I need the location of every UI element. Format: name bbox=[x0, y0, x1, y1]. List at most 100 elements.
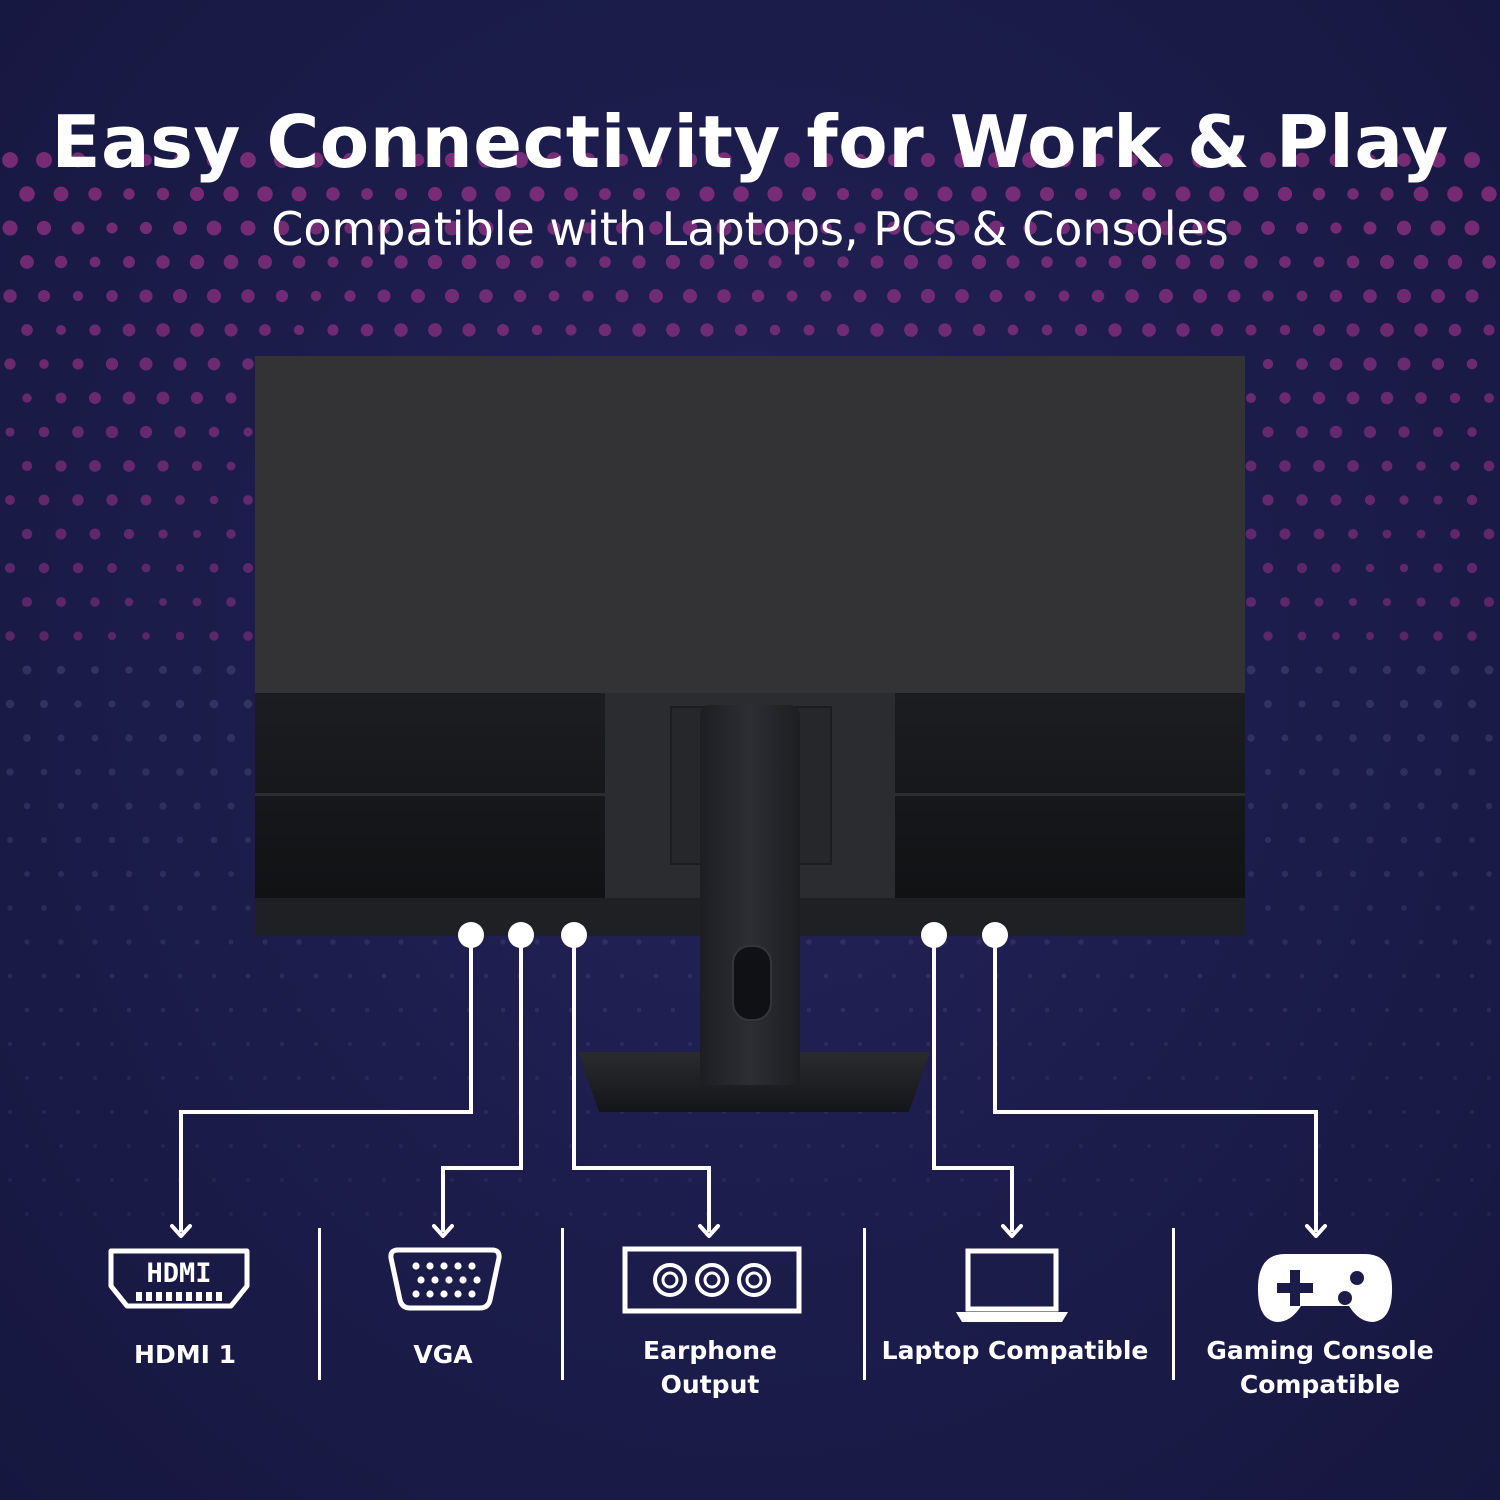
background-dot bbox=[1366, 768, 1374, 776]
background-dot bbox=[920, 220, 936, 236]
background-dot bbox=[1380, 255, 1394, 269]
background-dot bbox=[943, 1076, 947, 1080]
background-dot bbox=[1380, 391, 1394, 405]
background-dot bbox=[2, 220, 18, 236]
background-dot bbox=[122, 391, 136, 405]
background-dot bbox=[176, 836, 184, 844]
background-dot bbox=[245, 1041, 251, 1047]
port-marker-vga bbox=[508, 922, 534, 948]
background-dot bbox=[280, 1178, 284, 1182]
background-dot bbox=[41, 1041, 47, 1047]
background-dot bbox=[840, 1007, 846, 1013]
background-dot bbox=[1413, 186, 1429, 202]
background-dot bbox=[1401, 973, 1407, 979]
background-dot bbox=[959, 973, 965, 979]
background-dot bbox=[530, 255, 544, 269]
background-dot bbox=[1299, 1041, 1305, 1047]
background-dot bbox=[1469, 905, 1475, 911]
background-dot bbox=[226, 597, 236, 607]
background-dot bbox=[1245, 460, 1257, 472]
background-dot bbox=[1045, 1212, 1049, 1216]
background-dot bbox=[1348, 597, 1358, 607]
background-dot bbox=[225, 392, 237, 404]
background-dot bbox=[1159, 153, 1173, 167]
background-dot bbox=[1349, 870, 1357, 878]
background-dot bbox=[76, 1178, 80, 1182]
background-dot bbox=[1074, 187, 1088, 201]
background-dot bbox=[462, 323, 476, 337]
background-dot bbox=[1384, 939, 1390, 945]
background-dot bbox=[1142, 323, 1156, 337]
background-dot bbox=[54, 255, 68, 269]
background-dot bbox=[449, 973, 455, 979]
background-dot bbox=[619, 1041, 625, 1047]
background-dot bbox=[891, 973, 897, 979]
background-dot bbox=[1363, 357, 1377, 371]
background-dot bbox=[960, 1110, 964, 1114]
background-dot bbox=[1163, 1041, 1169, 1047]
background-dot bbox=[1314, 597, 1324, 607]
background-dot bbox=[1108, 323, 1122, 337]
background-dot bbox=[1215, 1144, 1219, 1148]
background-dot bbox=[21, 596, 33, 608]
background-dot bbox=[1262, 426, 1274, 438]
port-hdmi: HDMI 1 bbox=[80, 1338, 290, 1372]
background-dot bbox=[263, 1076, 267, 1080]
background-dot bbox=[904, 187, 918, 201]
background-dot bbox=[108, 700, 116, 708]
background-dot bbox=[1364, 154, 1376, 166]
background-dot bbox=[1330, 494, 1342, 506]
background-dot bbox=[126, 1007, 132, 1013]
background-dot bbox=[209, 495, 219, 505]
background-dot bbox=[1011, 1076, 1015, 1080]
background-dot bbox=[1181, 1144, 1185, 1148]
background-dot bbox=[531, 324, 543, 336]
background-dot bbox=[535, 1076, 539, 1080]
background-dot bbox=[93, 1144, 97, 1148]
background-dot bbox=[1091, 289, 1105, 303]
background-dot bbox=[977, 1144, 981, 1148]
background-dot bbox=[599, 256, 611, 268]
background-dot bbox=[331, 1144, 335, 1148]
background-dot bbox=[37, 289, 51, 303]
background-dot bbox=[1283, 1076, 1287, 1080]
background-dot bbox=[535, 1212, 539, 1216]
background-dot bbox=[1399, 495, 1409, 505]
background-dot bbox=[331, 1076, 335, 1080]
background-dot bbox=[72, 562, 84, 574]
background-dot bbox=[977, 1076, 981, 1080]
background-dot bbox=[105, 357, 119, 371]
background-dot bbox=[124, 597, 134, 607]
background-dot bbox=[1022, 152, 1038, 168]
background-dot bbox=[7, 905, 13, 911]
background-dot bbox=[938, 323, 952, 337]
background-dot bbox=[1418, 1007, 1424, 1013]
background-dot bbox=[632, 323, 646, 337]
background-dot bbox=[552, 1110, 556, 1114]
background-dot bbox=[142, 836, 150, 844]
background-dot bbox=[565, 324, 577, 336]
background-dot bbox=[750, 220, 766, 236]
background-dot bbox=[229, 1144, 233, 1148]
background-dot bbox=[1466, 562, 1478, 574]
background-dot bbox=[125, 734, 133, 742]
background-dot bbox=[156, 187, 170, 201]
background-dot bbox=[603, 1212, 607, 1216]
background-dot bbox=[274, 220, 290, 236]
port-marker-laptop bbox=[921, 922, 947, 948]
background-dot bbox=[1044, 939, 1050, 945]
background-dot bbox=[1450, 665, 1460, 675]
background-dot bbox=[105, 153, 119, 167]
background-dot bbox=[57, 734, 65, 742]
background-dot bbox=[824, 1178, 828, 1182]
background-dot bbox=[25, 1212, 29, 1216]
background-dot bbox=[461, 254, 477, 270]
background-dot bbox=[144, 1110, 148, 1114]
background-dot bbox=[1299, 973, 1305, 979]
background-dot bbox=[1366, 836, 1374, 844]
background-dot bbox=[71, 221, 85, 235]
background-dot bbox=[263, 1212, 267, 1216]
background-dot bbox=[109, 1041, 115, 1047]
background-dot bbox=[432, 939, 438, 945]
background-dot bbox=[1402, 1178, 1406, 1182]
